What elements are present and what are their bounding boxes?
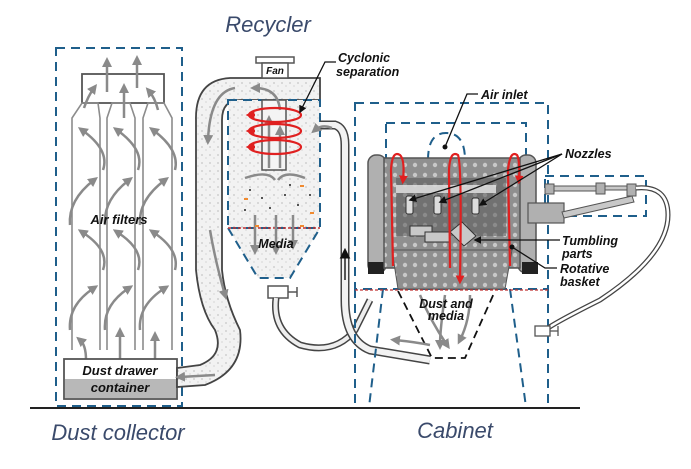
recycler <box>175 56 431 388</box>
tumbling-label-line1: Tumbling <box>562 234 618 248</box>
nozzles-label: Nozzles <box>565 147 612 161</box>
basket-rotation-arrows <box>389 152 524 285</box>
air-valve <box>534 325 551 337</box>
hopper-flow-arrows <box>390 294 472 350</box>
duct-flow-arrow <box>208 229 229 300</box>
vortex-finder <box>261 99 287 171</box>
media-label: Media <box>258 237 293 251</box>
media-hopper <box>228 228 320 278</box>
dust-collector-title: Dust collector <box>51 420 186 445</box>
filter-tube <box>106 102 136 350</box>
airflow-arrow <box>145 87 160 111</box>
fan-label: Fan <box>266 66 284 77</box>
nozzles <box>405 195 480 215</box>
cyclonic-label-line1: Cyclonic <box>338 51 390 65</box>
nozzle-arm-boundary <box>544 175 647 217</box>
cabinet <box>354 102 671 408</box>
dust-drawer-fill <box>65 379 176 398</box>
cyclonic-label-line2: separation <box>336 65 400 79</box>
cyclonic-leader <box>299 61 336 114</box>
media-particles <box>244 184 311 211</box>
rotative-leader <box>511 246 557 269</box>
dust-media-label-line1: Dust and <box>419 297 473 311</box>
dust-media-hopper <box>397 290 496 359</box>
arm-motor <box>527 202 565 224</box>
filter-tube <box>71 102 101 350</box>
tumbling-label-line2: parts <box>561 247 593 261</box>
duct-flow-arrow <box>203 86 236 145</box>
rotative-label-line2: basket <box>560 275 600 289</box>
dust-drawer-label-line2: container <box>91 380 150 395</box>
fan-cap <box>255 56 295 64</box>
air-inlet-leader <box>444 93 478 148</box>
air-inlet-label: Air inlet <box>480 88 528 102</box>
nozzles-leaders <box>408 153 563 206</box>
duct-flow-arrow <box>175 371 216 382</box>
filter-airflow-arrows <box>68 127 177 361</box>
recycler-title: Recycler <box>225 12 312 37</box>
dust-collector-boundary <box>55 47 183 407</box>
air-filters-label: Air filters <box>89 212 147 227</box>
dust-media-label-line2: media <box>428 309 464 323</box>
cyclone-swirl <box>245 106 303 156</box>
air-inlet-dome <box>427 131 466 161</box>
cabinet-boundary <box>354 102 549 290</box>
dust-drawer-label-line1: Dust drawer <box>82 363 158 378</box>
cabinet-title: Cabinet <box>417 418 494 443</box>
dust-collector <box>55 47 183 407</box>
media-valve <box>267 285 289 299</box>
rotative-label-line1: Rotative <box>560 262 609 276</box>
airflow-arrow <box>82 83 97 109</box>
fan-housing <box>261 62 289 79</box>
